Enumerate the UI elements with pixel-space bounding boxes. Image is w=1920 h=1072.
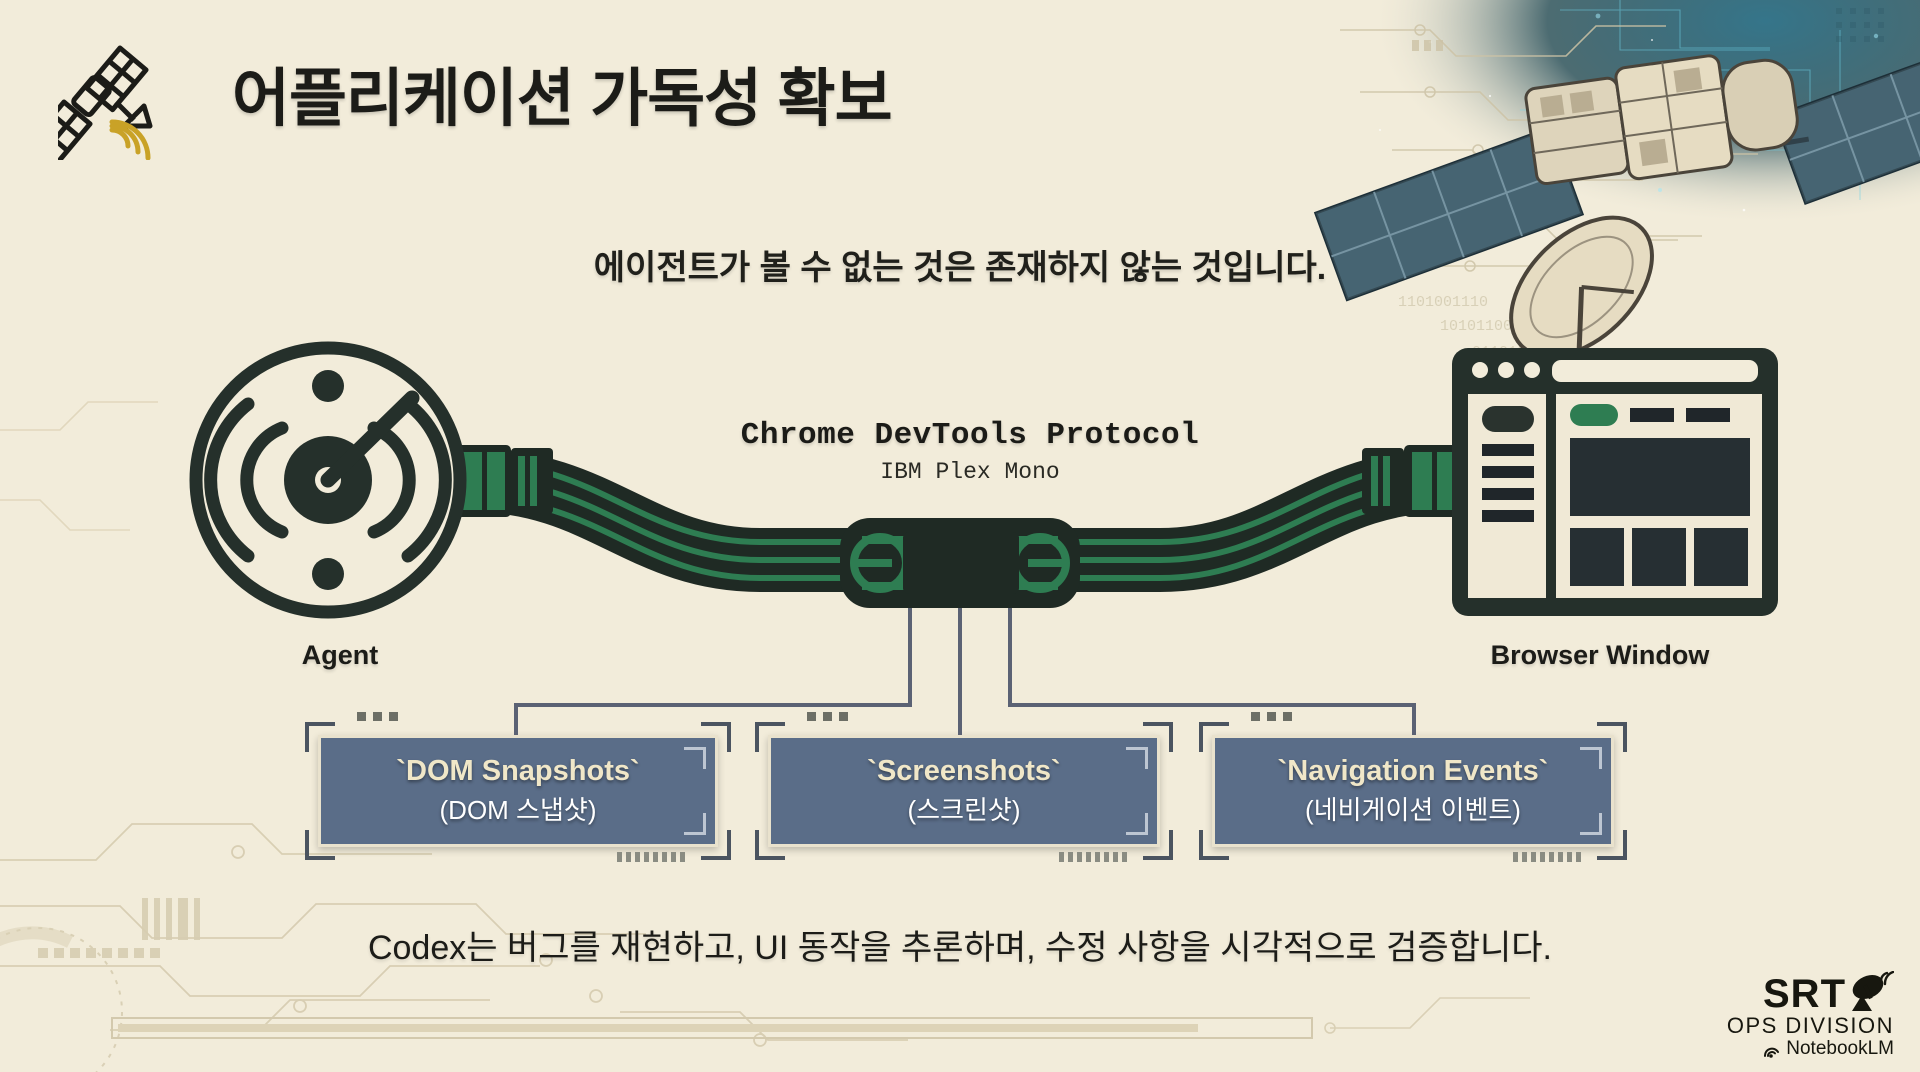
subtitle: 에이전트가 볼 수 없는 것은 존재하지 않는 것입니다. xyxy=(593,249,1327,287)
corner-bracket-icon xyxy=(1199,830,1229,860)
connector-lines xyxy=(514,608,1416,735)
inner-bracket-icon xyxy=(684,747,706,769)
capability-card-navigation-events[interactable]: `Navigation Events` (네비게이션 이벤트) xyxy=(1199,712,1627,862)
corner-bracket-icon xyxy=(1597,830,1627,860)
dots-icon xyxy=(807,712,848,721)
radar-icon xyxy=(189,341,467,619)
brand-source: NotebookLM xyxy=(1786,1038,1894,1060)
corner-bracket-icon xyxy=(305,830,335,860)
page-title: 어플리케이션 가독성 확보 xyxy=(232,64,893,134)
brand-name: SRT xyxy=(1763,971,1846,1016)
browser-window-icon xyxy=(1452,348,1778,616)
strip-icon xyxy=(1513,852,1581,862)
strip-icon xyxy=(1059,852,1127,862)
protocol-subtitle: IBM Plex Mono xyxy=(880,459,1060,485)
browser-window-label: Browser Window xyxy=(1490,640,1710,670)
brand-source-row: NotebookLM xyxy=(1727,1038,1894,1060)
corner-bracket-icon xyxy=(755,722,785,752)
corner-bracket-icon xyxy=(701,722,731,752)
plug-right xyxy=(1362,445,1460,517)
corner-bracket-icon xyxy=(1143,830,1173,860)
cable-connector-icon xyxy=(840,518,1080,608)
notebooklm-icon xyxy=(1764,1047,1780,1058)
inner-bracket-icon xyxy=(1580,747,1602,769)
dots-icon xyxy=(1251,712,1292,721)
inner-bracket-icon xyxy=(1580,813,1602,835)
inner-bracket-icon xyxy=(684,813,706,835)
corner-bracket-icon xyxy=(305,722,335,752)
corner-bracket-icon xyxy=(701,830,731,860)
plug-left xyxy=(455,445,553,517)
brand-block: SRT OPS DIVISION NotebookLM xyxy=(1726,970,1894,1060)
brand-division: OPS DIVISION xyxy=(1726,1012,1894,1038)
corner-bracket-icon xyxy=(755,830,785,860)
capability-code: `DOM Snapshots` xyxy=(396,755,640,787)
protocol-label: Chrome DevTools Protocol IBM Plex Mono xyxy=(660,418,1280,485)
header: 어플리케이션 가독성 확보 xyxy=(0,0,1920,190)
corner-bracket-icon xyxy=(1597,722,1627,752)
inner-bracket-icon xyxy=(1126,747,1148,769)
satellite-dish-icon xyxy=(1852,970,1894,1011)
protocol-title: Chrome DevTools Protocol xyxy=(740,418,1200,453)
capability-code: `Navigation Events` xyxy=(1277,755,1549,787)
inner-bracket-icon xyxy=(1126,813,1148,835)
caption: Codex는 버그를 재현하고, UI 동작을 추론하며, 수정 사항을 시각적… xyxy=(367,929,1553,967)
corner-bracket-icon xyxy=(1143,722,1173,752)
capability-card-dom-snapshots[interactable]: `DOM Snapshots` (DOM 스냅샷) xyxy=(305,712,731,862)
capability-korean: (스크린샷) xyxy=(907,795,1021,825)
capability-code: `Screenshots` xyxy=(867,755,1061,787)
capability-korean: (DOM 스냅샷) xyxy=(439,795,597,825)
corner-bracket-icon xyxy=(1199,722,1229,752)
capability-card-screenshots[interactable]: `Screenshots` (스크린샷) xyxy=(755,712,1173,862)
strip-icon xyxy=(617,852,685,862)
agent-label: Agent xyxy=(301,640,379,670)
capability-korean: (네비게이션 이벤트) xyxy=(1305,795,1521,825)
satellite-icon xyxy=(58,45,153,160)
dots-icon xyxy=(357,712,398,721)
